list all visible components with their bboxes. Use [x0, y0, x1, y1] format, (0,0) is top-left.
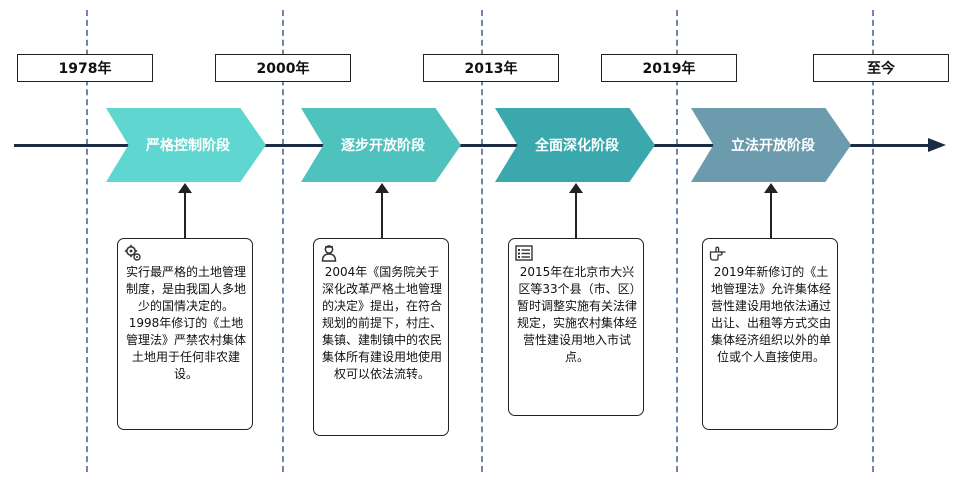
up-arrow-connector — [178, 183, 192, 238]
stage-description-text: 2019年新修订的《土地管理法》允许集体经营性建设用地依法通过出让、出租等方式交… — [711, 265, 832, 364]
dashed-guide-line — [676, 10, 678, 472]
stage-chevron-comprehensive-deepening: 全面深化阶段 — [495, 108, 655, 182]
list-icon — [515, 245, 533, 261]
stage-description-card: 2015年在北京市大兴区等33个县（市、区）暂时调整实施有关法律规定，实施农村集… — [508, 238, 644, 416]
stage-description-card: 实行最严格的土地管理制度，是由我国人多地少的国情决定的。1998年修订的《土地管… — [117, 238, 253, 430]
year-label-2000: 2000年 — [215, 54, 351, 82]
stage-description-text: 2004年《国务院关于深化改革严格土地管理的决定》提出，在符合规划的前提下，村庄… — [322, 265, 443, 381]
stage-description-card: 2019年新修订的《土地管理法》允许集体经营性建设用地依法通过出让、出租等方式交… — [702, 238, 838, 430]
stage-chevron-strict-control: 严格控制阶段 — [106, 108, 266, 182]
person-icon — [321, 245, 337, 262]
stage-description-text: 实行最严格的土地管理制度，是由我国人多地少的国情决定的。1998年修订的《土地管… — [126, 265, 247, 381]
stage-chevron-gradual-opening: 逐步开放阶段 — [301, 108, 461, 182]
timeline-axis — [14, 144, 934, 147]
year-label-1978: 1978年 — [17, 54, 153, 82]
gears-icon — [124, 244, 141, 261]
stage-description-text: 2015年在北京市大兴区等33个县（市、区）暂时调整实施有关法律规定，实施农村集… — [517, 265, 638, 364]
year-label-2019: 2019年 — [601, 54, 737, 82]
up-arrow-connector — [375, 183, 389, 238]
timeline-arrowhead — [928, 138, 946, 152]
year-label-now: 至今 — [813, 54, 949, 82]
stage-description-card: 2004年《国务院关于深化改革严格土地管理的决定》提出，在符合规划的前提下，村庄… — [313, 238, 449, 436]
pointing-hand-icon — [709, 246, 726, 261]
dashed-guide-line — [872, 10, 874, 472]
dashed-guide-line — [481, 10, 483, 472]
dashed-guide-line — [282, 10, 284, 472]
stage-chevron-legislative-opening: 立法开放阶段 — [691, 108, 851, 182]
up-arrow-connector — [569, 183, 583, 238]
dashed-guide-line — [86, 10, 88, 472]
year-label-2013: 2013年 — [423, 54, 559, 82]
up-arrow-connector — [764, 183, 778, 238]
